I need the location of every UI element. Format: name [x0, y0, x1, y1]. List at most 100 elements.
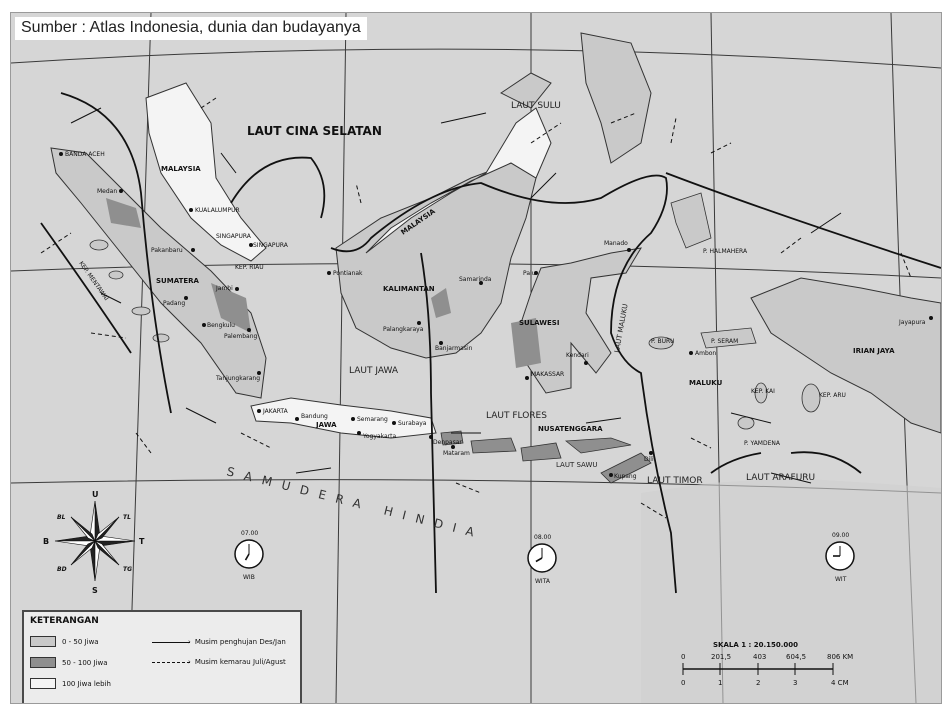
city-denpasar: Denpasar [433, 439, 462, 446]
city-kuala-lumpur: KUALALUMPUR [195, 207, 240, 214]
legend-label-high: 100 Jiwa lebih [62, 679, 111, 688]
city-kupang: Kupang [614, 473, 637, 480]
scale-cm-3: 3 [793, 679, 798, 687]
region-malaysia-w: MALAYSIA [161, 165, 201, 173]
map-canvas: LAUT CINA SELATAN LAUT SULU LAUT JAWA LA… [10, 12, 942, 704]
city-semarang: Semarang [357, 416, 388, 423]
city-pontianak: Pontianak [333, 270, 363, 277]
legend-swatch-mid [30, 657, 56, 668]
city-banda-aceh: BANDA ACEH [65, 151, 105, 158]
scale-km-0: 0 [681, 653, 686, 661]
dashed-arrow-icon [152, 661, 190, 663]
city-bengkulu: Bengkulu [207, 322, 235, 329]
city-dili: Dili [644, 456, 654, 463]
region-singapura: SINGAPURA [216, 233, 252, 240]
legend-arrow-kemarau: › Musim kemarau Juli/Agust [152, 658, 286, 666]
sea-flores: LAUT FLORES [486, 411, 547, 421]
region-maluku: MALUKU [689, 379, 723, 387]
land-malaysia-borneo [365, 107, 552, 254]
city-palu: Palu [523, 270, 536, 277]
compass-w: B [43, 537, 49, 546]
scale-bar: SKALA 1 : 20.150.000 0 201,5 403 604,5 8… [673, 641, 873, 697]
legend-arrow-kemarau-label: Musim kemarau Juli/Agust [194, 658, 286, 666]
scale-km-3: 604,5 [786, 653, 807, 661]
city-pakanbaru: Pakanbaru [151, 247, 183, 254]
region-sulawesi: SULAWESI [519, 319, 559, 327]
city-mataram: Mataram [443, 450, 470, 457]
scale-cm-1: 1 [718, 679, 723, 687]
region-kep-kai: KEP. KAI [751, 388, 775, 395]
scale-km-1: 201,5 [711, 653, 732, 661]
sea-samudera-hindia: SAMUDERA HINDIA [225, 464, 485, 542]
solid-arrow-icon [152, 641, 190, 643]
city-padang: Padang [163, 300, 185, 307]
city-manado: Manado [604, 240, 628, 247]
clock-wita: 08.00 WITA [527, 534, 557, 585]
city-samarinda: Samarinda [459, 276, 492, 283]
legend-arrow-penghujan: › Musim penghujan Des/Jan [152, 638, 286, 646]
legend-item-mid: 50 - 100 Jiwa [30, 657, 108, 668]
compass-rose: U S T B BL TL BD TG [43, 490, 145, 595]
clock-wita-time: 08.00 [534, 534, 551, 541]
city-medan: Medan [97, 188, 117, 195]
scale-km-2: 403 [753, 653, 767, 661]
region-kep-aru: KEP. ARU [819, 392, 846, 399]
compass-s: S [92, 586, 98, 595]
city-kendari: Kendari [566, 352, 589, 359]
city-ambon: Ambon [695, 350, 716, 357]
region-sumatera: SUMATERA [156, 277, 200, 285]
land-jawa [250, 397, 437, 439]
compass-e: T [139, 537, 145, 546]
sea-cina-selatan: LAUT CINA SELATAN [247, 124, 382, 138]
legend-label-mid: 50 - 100 Jiwa [62, 658, 108, 667]
legend-swatch-low [30, 636, 56, 647]
legend-arrow-penghujan-label: Musim penghujan Des/Jan [194, 638, 286, 646]
sea-jawa: LAUT JAWA [349, 366, 399, 376]
clock-wib: 07.00 WIB [234, 530, 264, 581]
city-yogyakarta: Yogyakarta [362, 433, 396, 440]
region-jawa: JAWA [315, 421, 337, 429]
compass-ne: TL [123, 514, 131, 521]
sea-maluku: LAUT MALUKU [613, 303, 629, 353]
region-yamdena: P. YAMDENA [744, 440, 781, 447]
region-seram: P. SERAM [711, 338, 738, 345]
sea-sulu: LAUT SULU [511, 101, 561, 111]
land-malaysia-peninsula [145, 82, 267, 262]
clock-wit: 09.00 WIT [825, 532, 855, 583]
city-tanjungkarang: Tanjungkarang [215, 375, 260, 382]
region-irian: IRIAN JAYA [853, 347, 895, 355]
legend-box: KETERANGAN 0 - 50 Jiwa 50 - 100 Jiwa 100… [22, 610, 302, 703]
legend-item-high: 100 Jiwa lebih [30, 678, 111, 689]
legend-swatch-high [30, 678, 56, 689]
clock-wita-zone: WITA [535, 578, 551, 585]
scale-title: SKALA 1 : 20.150.000 [713, 641, 799, 649]
sea-arafuru: LAUT ARAFURU [746, 473, 815, 483]
city-palangkaraya: Palangkaraya [383, 326, 424, 333]
land-sumatera [50, 147, 267, 399]
city-jambi: Jambi [215, 285, 233, 292]
city-palembang: Palembang [224, 333, 258, 340]
source-caption: Sumber : Atlas Indonesia, dunia dan buda… [15, 17, 367, 40]
compass-se: TG [123, 566, 132, 573]
compass-nw: BL [57, 514, 66, 521]
region-nusatenggara: NUSATENGGARA [538, 425, 603, 433]
sea-sawu: LAUT SAWU [556, 461, 598, 469]
indonesia-map: LAUT CINA SELATAN LAUT SULU LAUT JAWA LA… [11, 13, 941, 703]
city-makassar: MAKASSAR [531, 371, 564, 378]
city-jayapura: Jayapura [898, 319, 926, 326]
scale-cm-4: 4 CM [831, 679, 849, 687]
clock-wib-time: 07.00 [241, 530, 258, 537]
compass-sw: BD [57, 566, 67, 573]
region-buru: P. BURU [651, 338, 675, 345]
scale-cm-2: 2 [756, 679, 761, 687]
land-kalimantan [335, 162, 537, 359]
clock-wit-zone: WIT [835, 576, 847, 583]
city-banjarmasin: Banjarmasin [435, 345, 473, 352]
sea-timor: LAUT TIMOR [647, 476, 703, 486]
city-singapura: SINGAPURA [253, 242, 289, 249]
land-irian-jaya [750, 277, 941, 434]
city-bandung: Bandung [301, 413, 328, 420]
city-jakarta: JAKARTA [262, 408, 289, 415]
scale-cm-0: 0 [681, 679, 686, 687]
